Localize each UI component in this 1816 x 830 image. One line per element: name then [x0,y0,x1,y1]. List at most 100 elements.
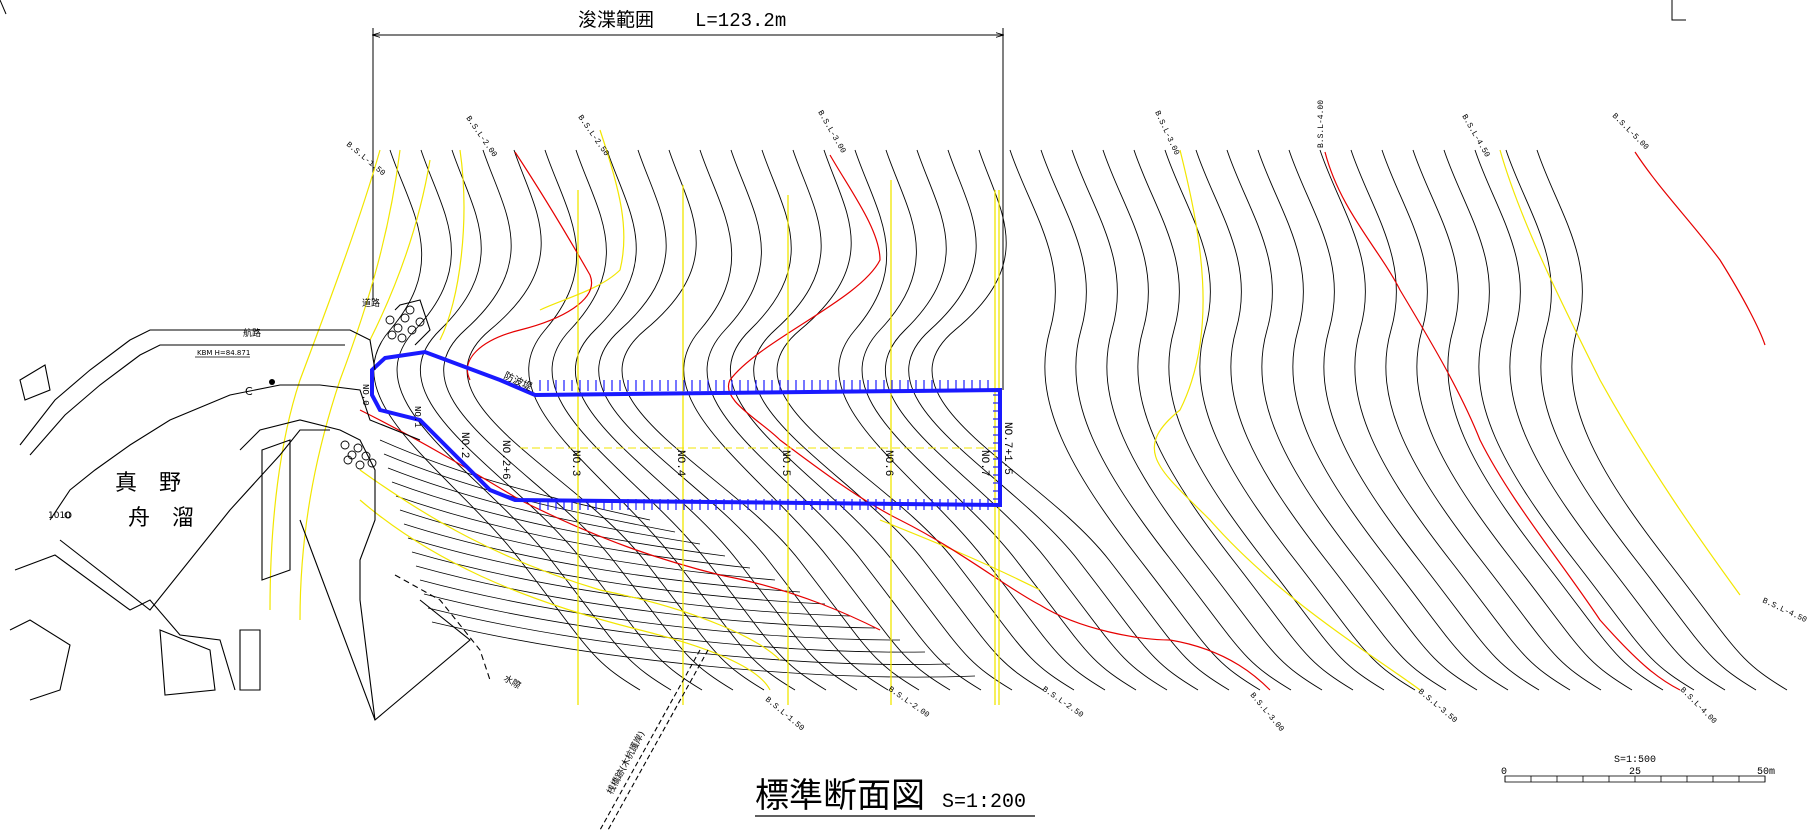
station-no5: NO.5 [779,450,791,476]
black-contour [1164,149,1416,691]
black-contour [1195,149,1447,691]
rubble-stone [361,451,371,461]
harbor-name-line1: 真 野 [115,471,181,496]
rubble-stone [400,313,410,323]
station-no2: NO.2 [458,432,470,458]
dredge-range-label: 浚渫範囲 [578,9,654,31]
building-2 [159,629,216,696]
black-contour-lower [403,523,801,593]
label-upper-1: 航路 [243,327,261,339]
contour-label-bottom-250: B.S.L-2.50 [1040,685,1085,720]
contour-label-top-300a: B.S.L-3.00 [815,109,847,155]
black-contour [621,149,920,691]
black-contour [1133,149,1385,691]
contour-labels-bottom: B.S.L-1.50 B.S.L-2.00 B.S.L-2.50 B.S.L-3… [763,597,1808,734]
contour-label-top-300b: B.S.L-3.00 [1152,109,1181,156]
black-contour [1350,149,1602,691]
rubble-stone [355,460,365,470]
station-no3: NO.3 [569,450,581,476]
contour-labels-top: B.S.L-1.50 B.S.L-2.00 B.S.L-2.50 B.S.L-3… [344,100,1650,178]
rubble-stone [347,450,357,460]
black-contour [838,149,1106,691]
rubble-stone [385,315,395,325]
dredge-area-outline [370,349,1002,510]
title-text: 標準断面図 [755,776,925,816]
access-road-dashed [599,649,701,830]
harbor-structures [9,299,709,830]
black-contour [1412,149,1664,691]
harbor-labels: 真 野 舟 溜 KBM H=84.871 1010 C 航路 道路 防波堤 水際… [48,297,648,796]
shore-lower [14,554,236,691]
black-contour-lower [407,537,826,605]
scale-tick-0: 0 [1501,767,1507,778]
station-no7: NO.7 [978,450,990,476]
black-contour [419,149,703,691]
rubble-stone [387,330,397,340]
red-contours [359,151,1766,691]
black-contour [466,149,765,691]
black-contour [1443,149,1695,691]
station-labels: NO.2 NO.2+6 NO.3 NO.4 NO.5 NO.6 NO.7 NO.… [360,384,1013,480]
black-contour [1319,149,1571,691]
drawing-title: 標準断面図 S=1:200 [755,776,1035,817]
rubble-stone [405,305,415,315]
rubble-stone [397,333,407,343]
black-contour [598,149,889,691]
channel-box [239,629,261,691]
building-1 [9,619,71,701]
rubble-stone [393,323,403,333]
black-contour [1040,149,1292,691]
side-label-c: C [245,385,253,398]
station-lines [577,180,1000,705]
black-contour [908,149,1199,691]
yellow-contour [439,149,465,341]
rubble-stone [407,325,417,335]
access-road-dashed-2 [607,649,709,830]
yellow-contour [1153,149,1421,691]
contour-label-bottom-350: B.S.L-3.50 [1416,687,1459,725]
scale-bar-label: S=1:500 [1614,755,1656,766]
black-contour-lower [399,509,776,581]
pier-tip [299,519,471,721]
frame-corner [1671,0,1686,21]
yellow-contour [369,159,431,341]
title-scale: S=1:200 [942,791,1026,814]
bench-mark-point [269,379,275,385]
lighthouse-tag: 1010 [48,511,71,521]
scale-tick-50: 50m [1757,767,1775,778]
quay-inner [29,344,345,456]
quay-outer [19,329,376,446]
station-no6: NO.6 [882,450,894,476]
black-contour [396,149,672,691]
black-contour [706,149,982,691]
harbor-name-line2: 舟 溜 [128,506,194,531]
contour-label-bottom-150: B.S.L-1.50 [763,695,806,733]
black-contour [574,149,858,691]
black-contour [1226,149,1478,691]
waterline-dashed [394,574,491,681]
rubble-stone [343,455,353,465]
black-contour [528,149,796,691]
yellow-contours [269,129,1741,691]
yellow-contour [359,469,781,661]
road-label: 水際 [502,672,524,691]
black-contour [861,149,1137,691]
red-contour-300 [727,154,1271,691]
black-contour [1009,149,1261,691]
contour-label-top-150: B.S.L-1.50 [344,140,387,178]
basin-lower [59,429,330,611]
station-no1: NO.1 [412,406,422,428]
yellow-contour [1499,149,1741,596]
black-contour-lower [423,593,926,653]
black-contour-lower [383,453,676,533]
black-contour [776,149,1075,691]
black-contour [1536,149,1788,691]
black-contour [1505,149,1757,691]
black-contour [443,149,734,691]
lighthouse-icon [64,511,72,519]
black-contour-lower [379,439,651,521]
rubble-mound [340,305,425,470]
black-contour [1102,149,1354,691]
scale-bar: S=1:500 0 25 50m [1501,755,1775,783]
